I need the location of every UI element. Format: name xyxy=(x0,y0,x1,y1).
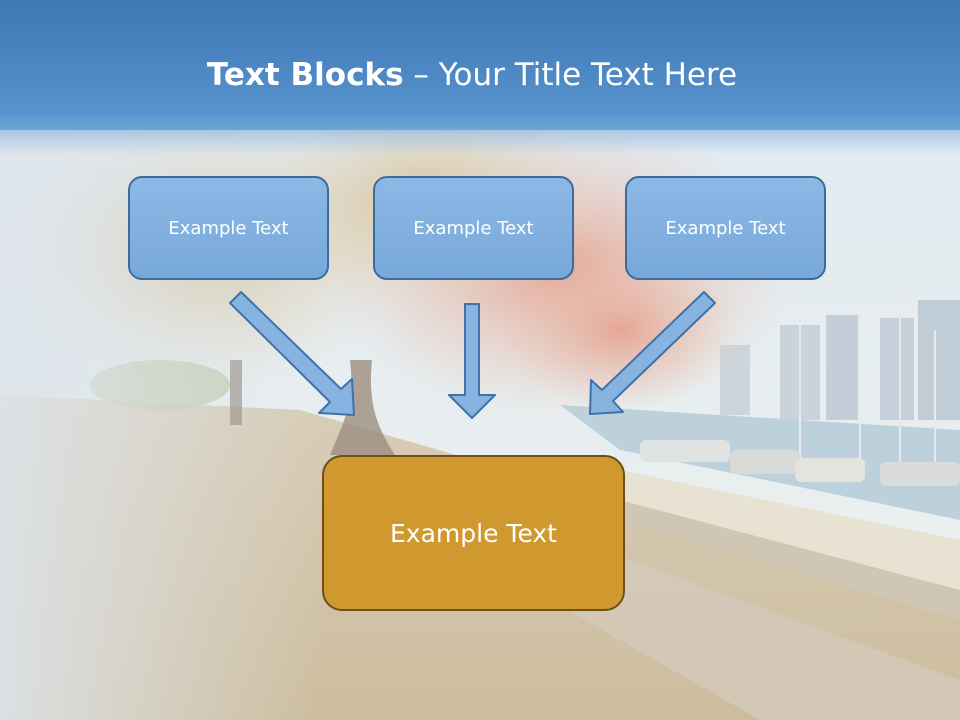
slide-title-rest: Your Title Text Here xyxy=(438,57,738,93)
slide-title-bold: Text Blocks xyxy=(206,57,404,93)
slide-title: Text Blocks – Your Title Text Here xyxy=(0,52,944,98)
arrow-right xyxy=(589,291,716,415)
text-block-2: Example Text xyxy=(373,176,574,280)
title-bar xyxy=(0,0,960,130)
text-block-1-label: Example Text xyxy=(168,217,289,239)
slide-title-dash: – xyxy=(403,57,439,93)
text-block-3: Example Text xyxy=(625,176,826,280)
target-text-block-label: Example Text xyxy=(390,518,557,548)
text-block-2-label: Example Text xyxy=(413,217,534,239)
target-text-block: Example Text xyxy=(322,455,625,611)
text-block-3-label: Example Text xyxy=(665,217,786,239)
title-bar-fade xyxy=(0,115,960,155)
text-block-1: Example Text xyxy=(128,176,329,280)
arrow-left xyxy=(229,291,355,416)
arrow-middle xyxy=(448,303,496,419)
